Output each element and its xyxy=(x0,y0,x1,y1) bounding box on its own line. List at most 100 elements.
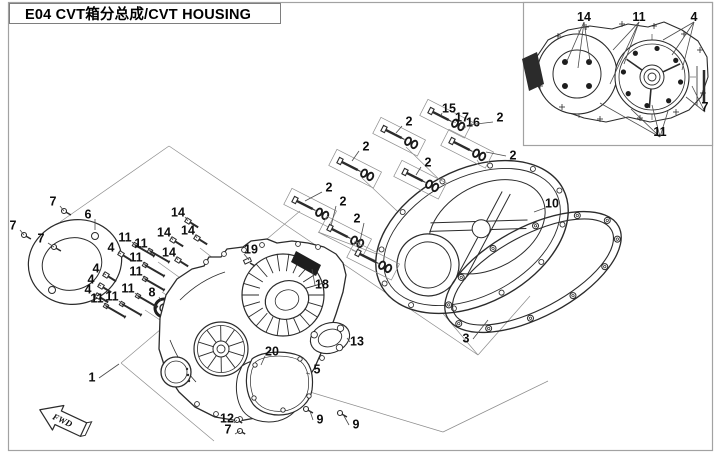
callout-11[interactable]: 11 xyxy=(129,265,142,279)
leader-line xyxy=(289,385,444,433)
leader-line xyxy=(305,372,311,375)
callout-9[interactable]: 9 xyxy=(353,418,360,432)
callout-8[interactable]: 8 xyxy=(149,286,156,300)
callout-11[interactable]: 11 xyxy=(121,282,134,296)
leader-line xyxy=(59,145,170,223)
leader-line xyxy=(97,283,102,287)
callout-2[interactable]: 2 xyxy=(497,111,504,125)
inner-cover-part xyxy=(245,351,314,416)
callout-11[interactable]: 11 xyxy=(134,237,147,251)
leader-line xyxy=(198,238,208,246)
leader-line xyxy=(422,180,426,183)
callout-4[interactable]: 4 xyxy=(88,273,95,287)
fwd-arrow: FWD xyxy=(39,404,93,437)
leader-line xyxy=(102,286,112,294)
leader-line xyxy=(25,235,32,240)
leader-line xyxy=(265,257,274,274)
leader-line xyxy=(626,58,643,71)
callout-17[interactable]: 17 xyxy=(455,111,469,125)
leader-line xyxy=(238,420,243,424)
callout-7[interactable]: 7 xyxy=(50,195,57,209)
leader-line xyxy=(137,295,158,308)
callout-1[interactable]: 1 xyxy=(89,371,96,385)
leader-line xyxy=(233,419,238,424)
leader-line xyxy=(467,121,494,126)
callout-7[interactable]: 7 xyxy=(225,423,232,437)
callout-14[interactable]: 14 xyxy=(162,246,176,260)
leader-line xyxy=(415,166,422,176)
callout-4[interactable]: 4 xyxy=(108,241,115,255)
leader-line xyxy=(198,351,214,358)
leader-line xyxy=(401,137,405,140)
callout-2[interactable]: 2 xyxy=(326,181,333,195)
leader-line xyxy=(158,296,162,302)
screw-part xyxy=(336,409,348,418)
callout-11[interactable]: 11 xyxy=(105,290,118,304)
callout-20[interactable]: 20 xyxy=(265,345,279,359)
callout-2[interactable]: 2 xyxy=(363,140,370,154)
callout-11[interactable]: 11 xyxy=(118,231,131,245)
callout-10[interactable]: 10 xyxy=(545,197,559,211)
leader-line xyxy=(55,247,62,252)
callout-18[interactable]: 18 xyxy=(315,278,329,292)
leader-line xyxy=(65,211,72,216)
callout-7[interactable]: 7 xyxy=(10,219,17,233)
callout-3[interactable]: 3 xyxy=(463,332,470,346)
bolt-part xyxy=(97,282,112,294)
inset-callout-11[interactable]: 11 xyxy=(653,125,666,139)
leader-line xyxy=(243,283,261,289)
callout-14[interactable]: 14 xyxy=(157,226,171,240)
callout-6[interactable]: 6 xyxy=(85,208,92,222)
screw-part xyxy=(302,405,314,414)
leader-line xyxy=(298,312,311,327)
leader-line xyxy=(599,102,661,138)
callout-2[interactable]: 2 xyxy=(354,212,361,226)
callout-11[interactable]: 11 xyxy=(90,292,103,306)
leader-line xyxy=(612,21,640,51)
leader-line xyxy=(189,221,199,229)
inset-callout-4[interactable]: 4 xyxy=(691,10,698,24)
leader-line xyxy=(131,241,136,246)
callout-2[interactable]: 2 xyxy=(510,149,517,163)
callout-7[interactable]: 7 xyxy=(38,232,45,246)
title-box: E04 CVT箱分总成/CVT HOUSING xyxy=(9,3,281,24)
callout-19[interactable]: 19 xyxy=(244,243,258,257)
leader-line xyxy=(357,169,361,172)
callout-9[interactable]: 9 xyxy=(317,413,324,427)
leader-line xyxy=(243,301,261,307)
inset-callout-7[interactable]: 7 xyxy=(702,100,709,114)
leader-line xyxy=(225,355,236,369)
leader-line xyxy=(167,260,171,264)
leader-line xyxy=(170,236,174,241)
callout-14[interactable]: 14 xyxy=(171,206,185,220)
leader-line xyxy=(440,112,443,117)
leader-line xyxy=(155,305,159,309)
callout-16[interactable]: 16 xyxy=(466,116,480,130)
callout-11[interactable]: 11 xyxy=(129,251,142,265)
callout-4[interactable]: 4 xyxy=(93,262,100,276)
leader-line xyxy=(691,85,706,113)
leader-line xyxy=(118,300,123,305)
leader-line xyxy=(102,272,107,276)
bolt-washer-assembly xyxy=(283,187,337,228)
leader-line xyxy=(147,247,151,252)
leader-line xyxy=(346,337,351,343)
callout-5[interactable]: 5 xyxy=(314,363,321,377)
callout-14[interactable]: 14 xyxy=(181,224,195,238)
stud-part xyxy=(118,300,143,317)
callout-4[interactable]: 4 xyxy=(85,283,92,297)
callout-2[interactable]: 2 xyxy=(406,115,413,129)
callout-2[interactable]: 2 xyxy=(425,156,432,170)
callout-12[interactable]: 12 xyxy=(220,412,234,426)
callout-15[interactable]: 15 xyxy=(442,102,456,116)
leader-line xyxy=(228,340,244,347)
callout-2[interactable]: 2 xyxy=(340,195,347,209)
callout-13[interactable]: 13 xyxy=(350,335,364,349)
leader-line xyxy=(162,274,166,278)
leader-line xyxy=(117,251,122,255)
inset-callout-11[interactable]: 11 xyxy=(632,10,645,24)
leader-line xyxy=(659,110,669,138)
inset-callout-14[interactable]: 14 xyxy=(577,10,591,24)
